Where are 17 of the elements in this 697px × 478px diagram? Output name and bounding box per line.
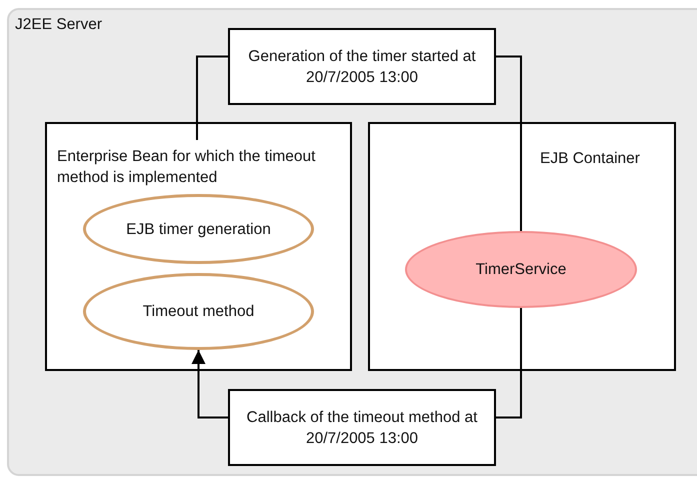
connector-line — [496, 56, 522, 231]
heading-text: EJB Container — [540, 149, 640, 169]
node-text: Callback of the timeout method at 20/7/2005 13:00 — [246, 408, 478, 448]
node-text: Generation of the timer started at 20/7/2005 13:00 — [247, 46, 477, 88]
heading-text: J2EE Server — [15, 15, 102, 35]
heading-text: Enterprise Bean for which the timeout method is implemented — [57, 147, 316, 188]
connector-line — [196, 56, 228, 140]
note-box — [228, 28, 496, 105]
node-text: EJB timer generation — [126, 220, 271, 240]
container-box — [368, 122, 676, 371]
arrow — [192, 350, 228, 418]
connector-line — [496, 308, 522, 418]
note-box — [228, 389, 496, 466]
server-panel — [7, 8, 697, 476]
node-text: Timeout method — [142, 302, 254, 322]
container-box — [45, 122, 352, 371]
node-text: TimerService — [476, 260, 566, 280]
